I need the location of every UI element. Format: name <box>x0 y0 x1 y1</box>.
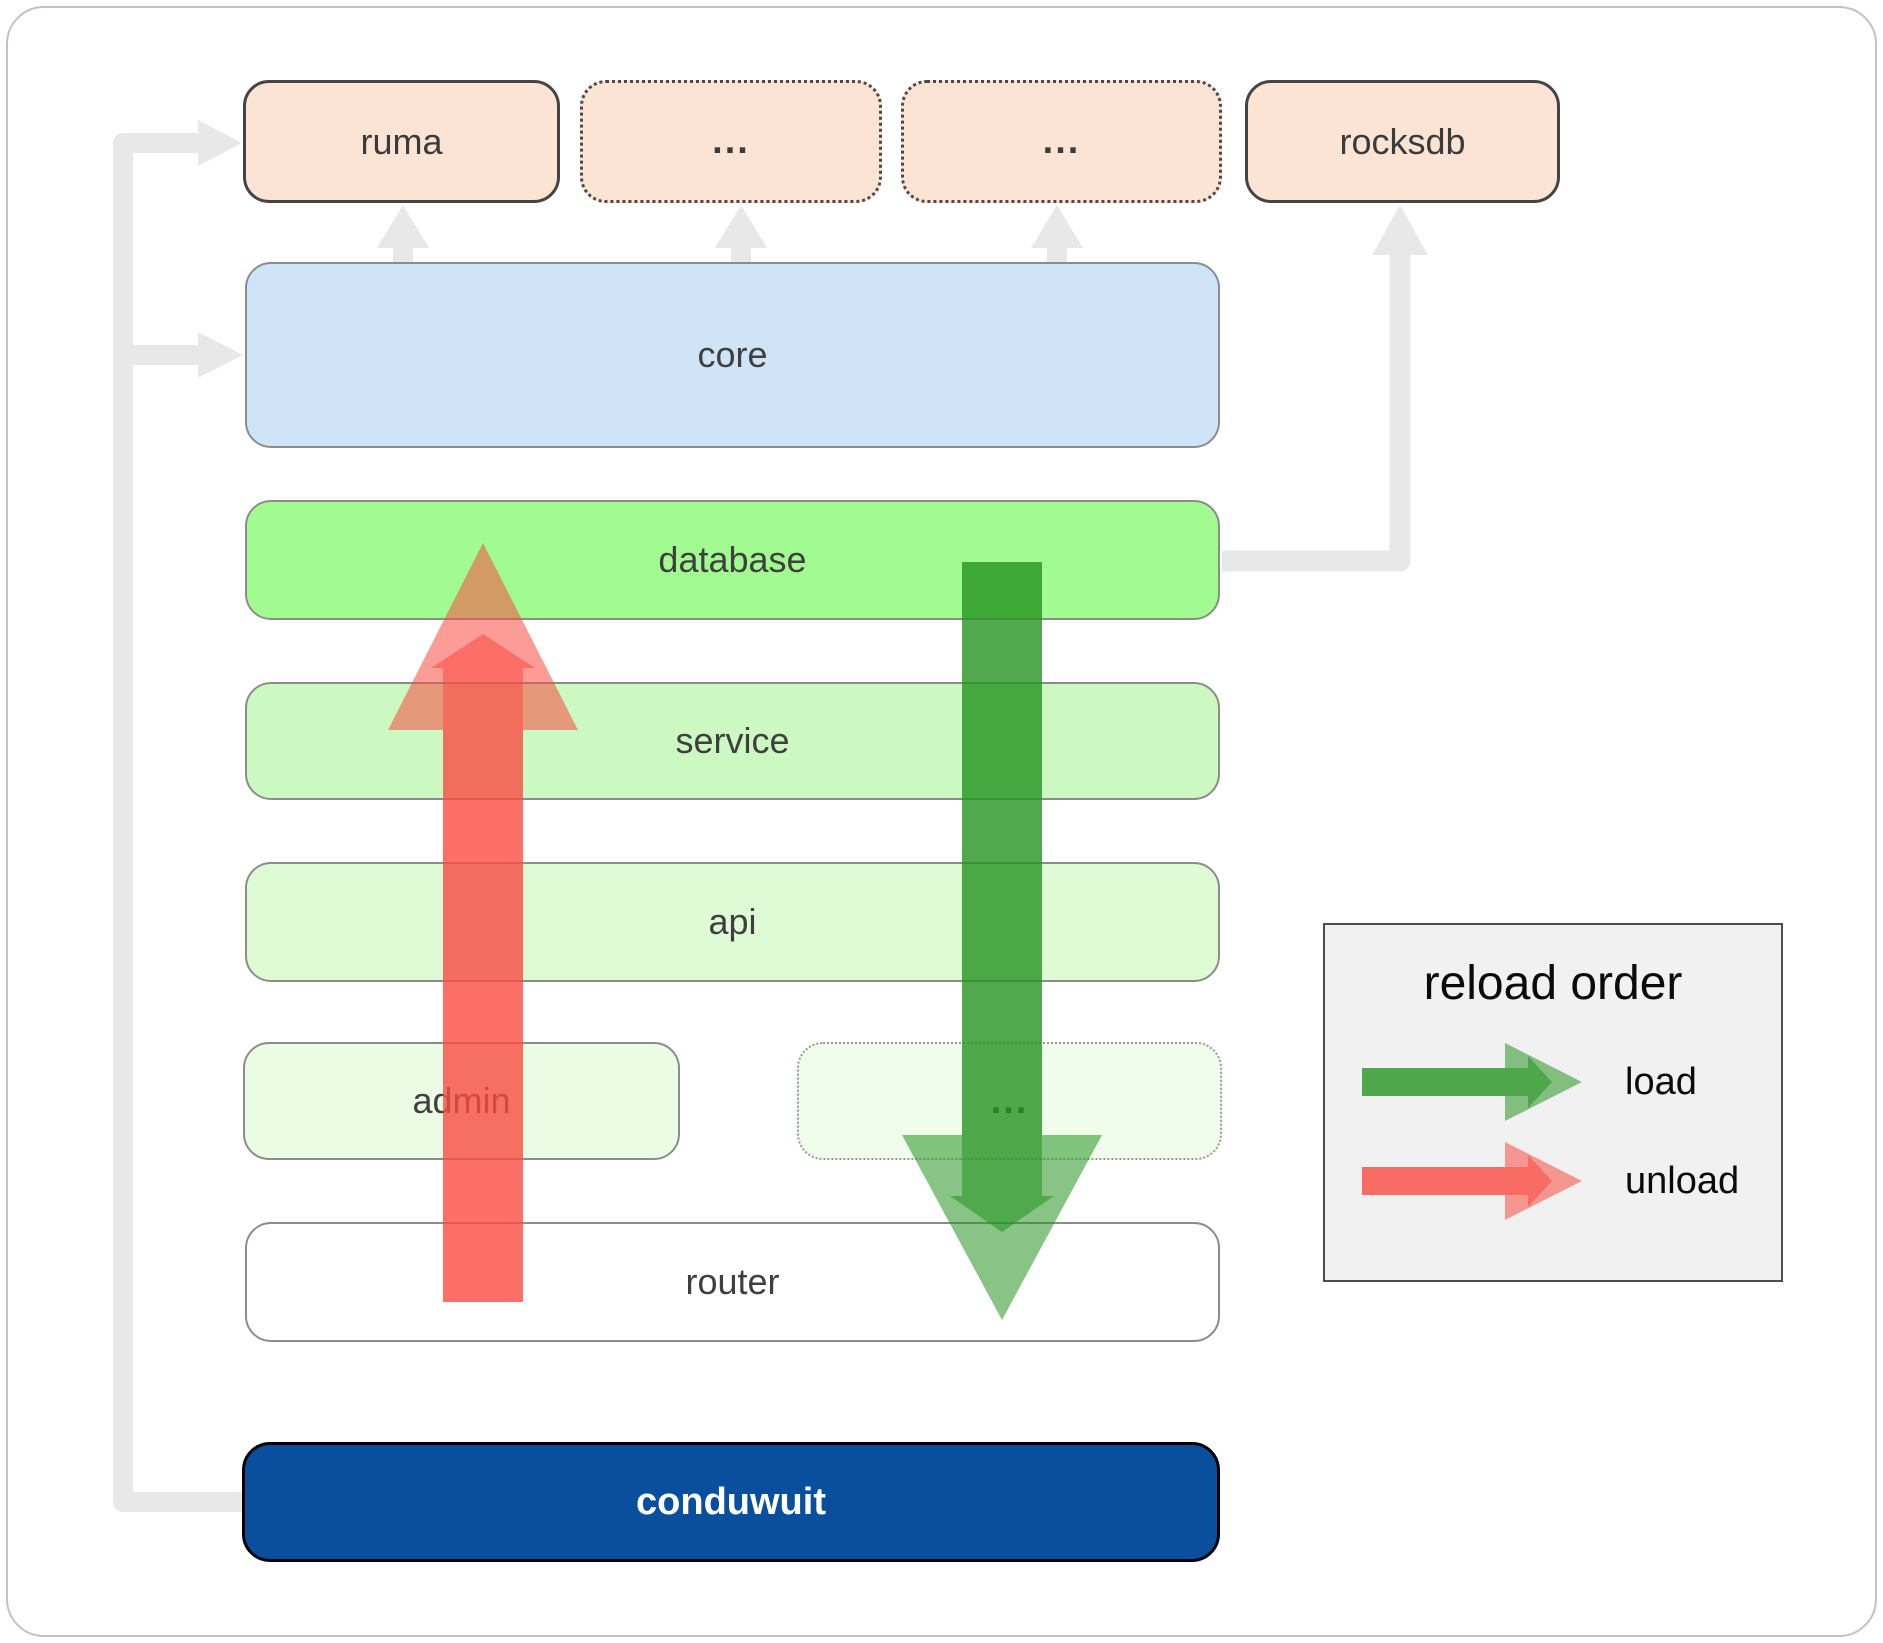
node-service-label: service <box>675 720 790 761</box>
legend-load-label: load <box>1625 1060 1697 1103</box>
node-rocksdb: rocksdb <box>1245 80 1560 203</box>
node-ellipsis-bottom-label: ... <box>990 1079 1029 1122</box>
node-ruma: ruma <box>243 80 560 203</box>
node-database: database <box>245 500 1220 620</box>
legend-title: reload order <box>1423 956 1683 1010</box>
node-core-label: core <box>697 334 768 375</box>
outer-frame <box>6 6 1877 1637</box>
legend-unload-label: unload <box>1625 1159 1740 1202</box>
node-ruma-label: ruma <box>360 120 443 162</box>
node-conduwuit: conduwuit <box>242 1442 1220 1562</box>
node-router: router <box>245 1222 1220 1342</box>
node-conduwuit-label: conduwuit <box>636 1480 826 1523</box>
node-router-label: router <box>685 1261 780 1302</box>
node-api-label: api <box>708 901 757 942</box>
node-rocksdb-label: rocksdb <box>1339 120 1466 162</box>
node-ellipsis-top-1-label: ... <box>712 120 750 162</box>
node-ellipsis-bottom: ... <box>797 1042 1222 1160</box>
node-ellipsis-top-2-label: ... <box>1042 120 1081 162</box>
node-admin: admin <box>243 1042 680 1160</box>
node-ellipsis-top-2: ... <box>901 80 1222 203</box>
node-database-label: database <box>658 539 807 580</box>
node-ellipsis-top-1: ... <box>580 80 882 203</box>
node-admin-label: admin <box>412 1080 511 1121</box>
node-core: core <box>245 262 1220 448</box>
node-service: service <box>245 682 1220 800</box>
node-api: api <box>245 862 1220 982</box>
